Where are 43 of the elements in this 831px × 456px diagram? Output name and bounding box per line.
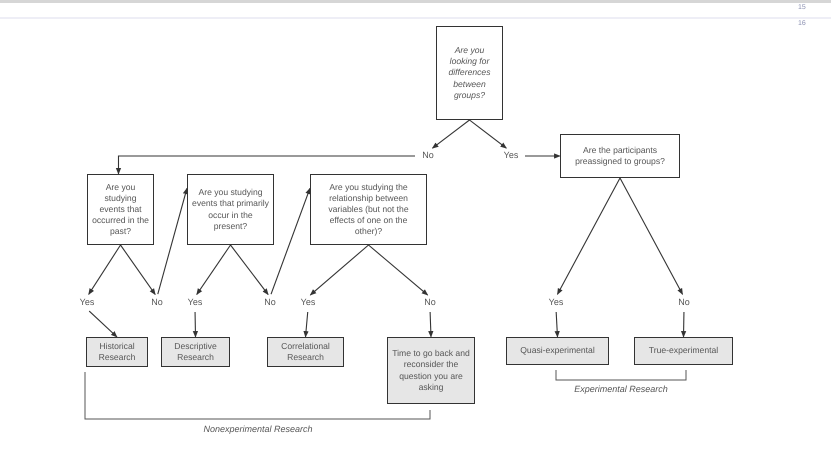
answer-label: No [147, 297, 167, 309]
arrow [88, 244, 121, 296]
outcome-box: True-experimental [634, 337, 733, 365]
question-box: Are you studying events that primarily occur in the present? [187, 174, 274, 245]
group-label: Nonexperimental Research [203, 424, 313, 434]
answer-label: Yes [297, 297, 319, 309]
group-label: Experimental Research [574, 384, 668, 394]
question-box: Are you studying the relationship between variables (but not the effects of one on the other)? [310, 174, 427, 245]
answer-label: No [420, 297, 440, 309]
arrow [554, 312, 560, 338]
answer-label: Yes [76, 297, 98, 309]
question-box: Are you studying events that occurred in the past? [87, 174, 154, 245]
answer-label: No [418, 150, 438, 162]
arrow [116, 155, 415, 175]
arrow [469, 120, 507, 149]
question-box: Are you looking for differences between groups? [436, 26, 503, 120]
arrow [157, 188, 188, 294]
arrow [620, 178, 684, 295]
answer-label: Yes [184, 297, 206, 309]
arrow [88, 310, 118, 338]
outcome-box: Descriptive Research [161, 337, 230, 367]
outcome-box: Quasi-experimental [506, 337, 609, 365]
arrow [192, 312, 198, 338]
arrow [196, 244, 231, 296]
arrow [230, 244, 269, 296]
outcome-box: Correlational Research [267, 337, 344, 367]
outcome-box: Historical Research [86, 337, 148, 367]
answer-label: No [260, 297, 280, 309]
arrow [310, 244, 369, 296]
arrow [303, 312, 309, 338]
answer-label: No [674, 297, 694, 309]
question-box: Are the participants preassigned to groups? [560, 134, 680, 178]
arrow [432, 120, 470, 149]
arrow [680, 312, 686, 338]
arrow [120, 244, 156, 296]
arrow [368, 244, 428, 296]
arrow [556, 178, 620, 295]
answer-label: Yes [545, 297, 567, 309]
arrow [428, 312, 434, 338]
arrow [525, 153, 561, 159]
answer-label: Yes [500, 150, 522, 162]
outcome-box: Time to go back and reconsider the question you are asking [387, 337, 475, 404]
arrow [270, 188, 311, 294]
